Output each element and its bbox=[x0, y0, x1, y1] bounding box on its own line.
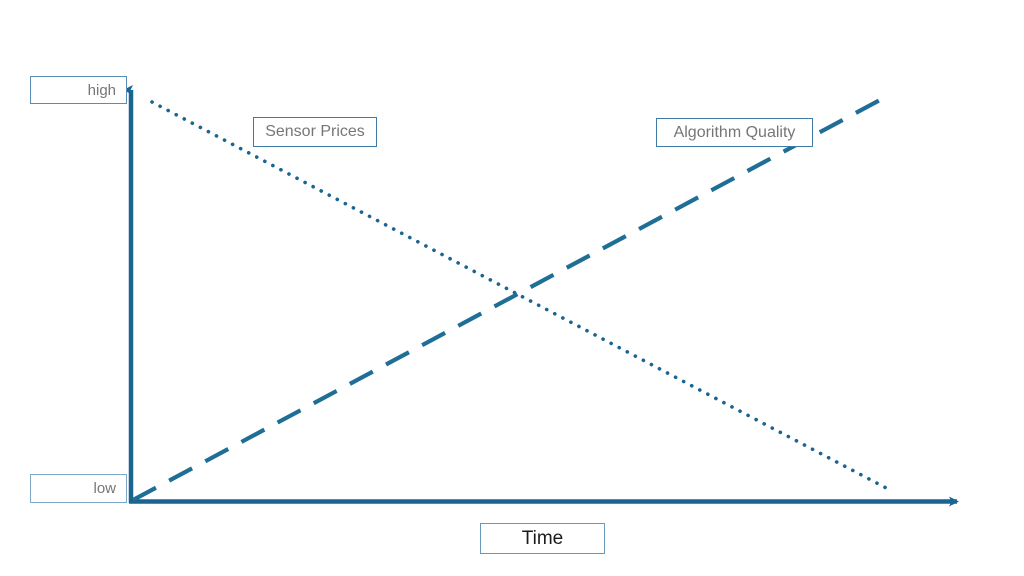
x-axis-title-label: Time bbox=[521, 527, 564, 549]
y-axis-tick-low: low bbox=[30, 474, 127, 503]
y-axis-tick-low-label: low bbox=[93, 480, 116, 497]
legend-item-sensor-prices: Sensor Prices bbox=[253, 117, 377, 147]
y-axis-tick-high-label: high bbox=[87, 81, 116, 99]
x-axis-title: Time bbox=[480, 523, 605, 554]
legend-item-algorithm-quality: Algorithm Quality bbox=[656, 118, 813, 147]
series-line-algorithm-quality bbox=[132, 98, 881, 502]
legend-item-algorithm-quality-label: Algorithm Quality bbox=[673, 123, 796, 141]
series-line-sensor-prices bbox=[150, 100, 892, 492]
y-axis-tick-high: high bbox=[30, 76, 127, 104]
legend-item-sensor-prices-label: Sensor Prices bbox=[265, 123, 365, 140]
